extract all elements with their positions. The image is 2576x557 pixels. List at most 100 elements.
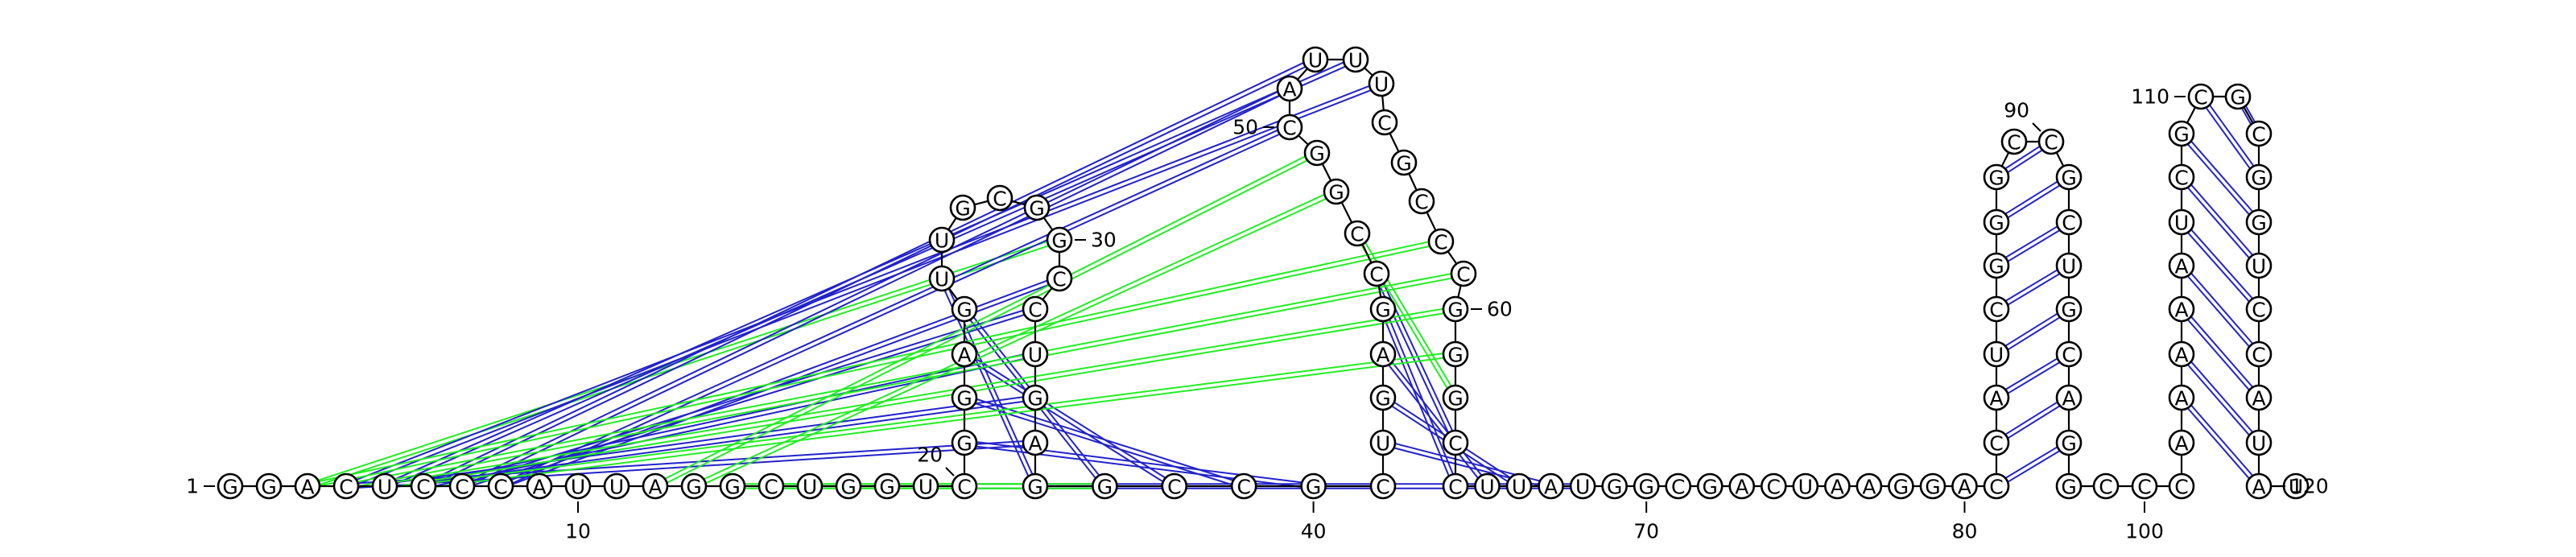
position-number: 20 — [917, 444, 955, 477]
nucleotide-circle — [371, 472, 398, 500]
number-label: 50 — [1232, 116, 1258, 139]
nucleotide: G — [255, 472, 283, 500]
nucleotide-letter: U — [935, 229, 949, 253]
number-label: 80 — [1952, 520, 1978, 543]
nucleotide: C — [1427, 228, 1455, 255]
nucleotide: G — [1022, 384, 1049, 411]
nucleotide-letter: C — [1052, 268, 1066, 291]
nucleotide: G — [2055, 163, 2083, 191]
nucleotide-circle — [1161, 472, 1188, 500]
nucleotide: A — [1022, 429, 1049, 456]
nucleotide-letter: G — [1703, 476, 1718, 499]
nucleotide: U — [1342, 46, 1369, 73]
nucleotide: U — [1368, 70, 1395, 97]
nucleotide: U — [2055, 252, 2083, 279]
nucleotide-circle — [1792, 472, 1819, 500]
nucleotide-letter: A — [1544, 476, 1558, 499]
nucleotide-circle — [2037, 128, 2065, 155]
base-pair — [2186, 184, 2254, 259]
nucleotide-letter: G — [1328, 181, 1344, 204]
nucleotide: G — [1046, 226, 1073, 254]
nucleotide: U — [603, 472, 630, 500]
base-pair — [435, 353, 1444, 488]
nucleotide-circle — [928, 265, 956, 292]
nucleotide-circle — [2245, 295, 2273, 323]
number-label: 60 — [1487, 298, 1513, 321]
nucleotide: G — [949, 194, 976, 221]
nucleotide: G — [2245, 208, 2273, 236]
nucleotide: U — [912, 472, 939, 500]
position-number: 100 — [2125, 501, 2164, 543]
base-pair — [396, 307, 1444, 488]
base-pair-line — [436, 357, 1444, 488]
nucleotide: A — [1824, 472, 1851, 500]
nucleotide-circle — [2245, 120, 2273, 147]
nucleotide: U — [1302, 46, 1329, 73]
nucleotide-letter: U — [378, 476, 392, 499]
nucleotide-circle — [2131, 472, 2158, 500]
nucleotide: C — [2131, 472, 2158, 500]
nucleotide-circle — [1368, 70, 1395, 97]
nucleotide: C — [2000, 128, 2028, 155]
nucleotide-circle — [1569, 472, 1596, 500]
nucleotide: C — [487, 472, 514, 500]
nucleotide: G — [1442, 295, 1469, 323]
base-pair-line — [2186, 143, 2250, 216]
base-pair-line — [2004, 225, 2058, 258]
nucleotide-circle — [1983, 472, 2010, 500]
nucleotide: C — [1022, 295, 1049, 323]
base-pair-line — [2190, 140, 2254, 212]
base-pair — [2004, 312, 2061, 351]
nucleotide: C — [986, 184, 1013, 212]
nucleotide-letter: G — [1097, 476, 1113, 499]
nucleotide: C — [2187, 83, 2215, 110]
nucleotide-circle — [2245, 163, 2273, 191]
base-pair — [2004, 225, 2061, 262]
nucleotide: A — [2168, 384, 2195, 411]
nucleotide-letter: G — [1375, 299, 1390, 322]
nucleotide-letter: A — [1376, 344, 1389, 367]
nucleotide-letter: U — [1480, 476, 1494, 499]
base-pair-line — [356, 85, 1370, 481]
nucleotide: A — [2245, 384, 2273, 411]
nucleotide-letter: G — [1447, 299, 1463, 322]
nucleotide: G — [1983, 252, 2010, 279]
nucleotide-circle — [2055, 295, 2083, 323]
nucleotide-letter: A — [2252, 476, 2265, 499]
nucleotide-circle — [332, 472, 360, 500]
nucleotide-circle — [2168, 208, 2195, 236]
base-pair — [972, 357, 1166, 483]
nucleotide-circle — [1023, 194, 1051, 221]
number-label: 90 — [2004, 99, 2029, 122]
nucleotide: U — [796, 472, 824, 500]
nucleotide-letter: G — [956, 387, 972, 411]
nucleotide-letter: G — [1988, 255, 2004, 278]
nucleotide-letter: C — [1282, 117, 1296, 140]
number-label: 40 — [1301, 520, 1327, 543]
nucleotide-letter: G — [2061, 476, 2076, 499]
nucleotide-circle — [1824, 472, 1851, 500]
nucleotide: C — [1983, 429, 2010, 456]
nucleotide-letter: G — [2251, 167, 2266, 190]
base-pair-line — [2190, 229, 2253, 299]
nucleotide: G — [951, 384, 978, 411]
nucleotide-circle — [835, 472, 862, 500]
nucleotide: G — [1633, 472, 1660, 500]
base-pair-line — [1391, 361, 1483, 477]
nucleotide-circle — [1323, 178, 1350, 205]
nucleotide-letter: C — [2252, 299, 2265, 322]
nucleotide-circle — [1276, 75, 1303, 102]
number-label: 30 — [1091, 229, 1117, 252]
nucleotide: C — [1363, 260, 1390, 287]
number-tick — [2032, 122, 2041, 132]
nucleotide-letter: U — [1348, 49, 1363, 72]
nucleotide: G — [2224, 83, 2252, 110]
nucleotide-letter: G — [2061, 299, 2076, 322]
nucleotide-circle — [1442, 429, 1469, 456]
nucleotide: C — [1230, 472, 1257, 500]
nucleotide-letter: C — [2174, 167, 2188, 190]
nucleotide: G — [680, 472, 708, 500]
nucleotide-letter: G — [1051, 229, 1067, 253]
nucleotide-letter: G — [1306, 476, 1321, 499]
